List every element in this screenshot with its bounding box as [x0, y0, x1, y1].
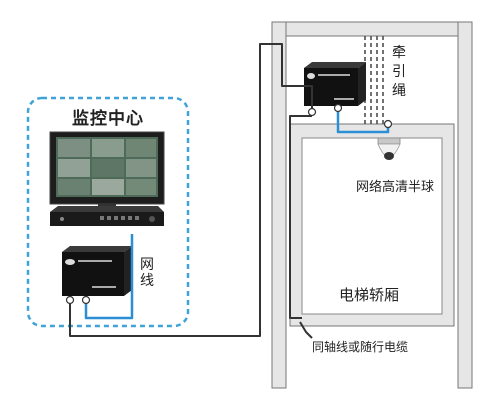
elevator-car-label: 电梯轿厢: [339, 286, 400, 304]
monitor-icon: [49, 131, 165, 208]
traction-rope-label: 牵引绳: [392, 45, 406, 99]
elevator-car: [289, 123, 455, 327]
connector-dots: [65, 103, 393, 305]
dome-camera-label: 网络高清半球: [356, 180, 435, 195]
transceiver-icon: [62, 246, 132, 296]
monitor-center-title: 监控中心: [72, 109, 144, 129]
coax-cable: [69, 43, 313, 339]
network-cable-label: 网线: [140, 257, 154, 289]
dvr-icon: [50, 206, 164, 226]
traction-rope: [364, 36, 384, 124]
coax-cable-label: 同轴线或随行电缆: [312, 340, 409, 354]
elevator-shaft: [271, 21, 473, 389]
dome-camera-icon: [377, 137, 401, 160]
transceiver-icon: [304, 62, 366, 106]
monitor-center-box: [26, 96, 190, 328]
